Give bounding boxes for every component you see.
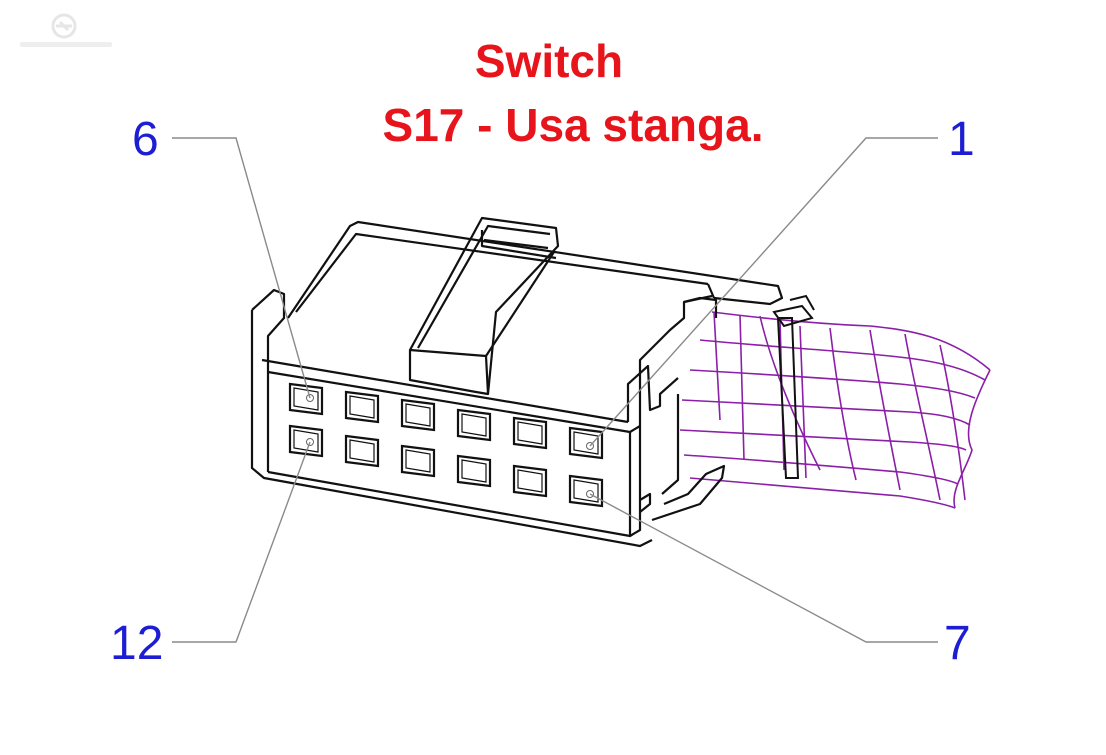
wire-bundle — [679, 311, 991, 509]
pin-label-6: 6 — [132, 113, 159, 166]
clubopel-logo-icon — [20, 13, 112, 47]
leader-line-6 — [172, 137, 311, 399]
pin-label-12: 12 — [110, 617, 164, 670]
pin-row-bottom — [288, 424, 604, 508]
diagram-subtitle: S17 - Usa stanga. — [382, 99, 764, 151]
pin-row-top — [288, 382, 604, 460]
pin-7-contact — [586, 490, 594, 498]
pin-label-1: 1 — [948, 113, 975, 166]
pin-12-contact — [306, 438, 314, 446]
wire-clamp — [772, 294, 815, 479]
pin-6-contact — [306, 394, 314, 402]
diagram-title: Switch — [474, 35, 624, 87]
leader-line-7 — [589, 493, 938, 643]
connector-housing — [250, 216, 784, 548]
leader-line-1 — [589, 137, 938, 447]
pin-cavities — [288, 382, 604, 508]
pin-1-contact — [586, 442, 594, 450]
leader-line-12 — [172, 441, 311, 643]
leader-lines — [172, 137, 938, 643]
pin-label-7: 7 — [944, 617, 971, 670]
